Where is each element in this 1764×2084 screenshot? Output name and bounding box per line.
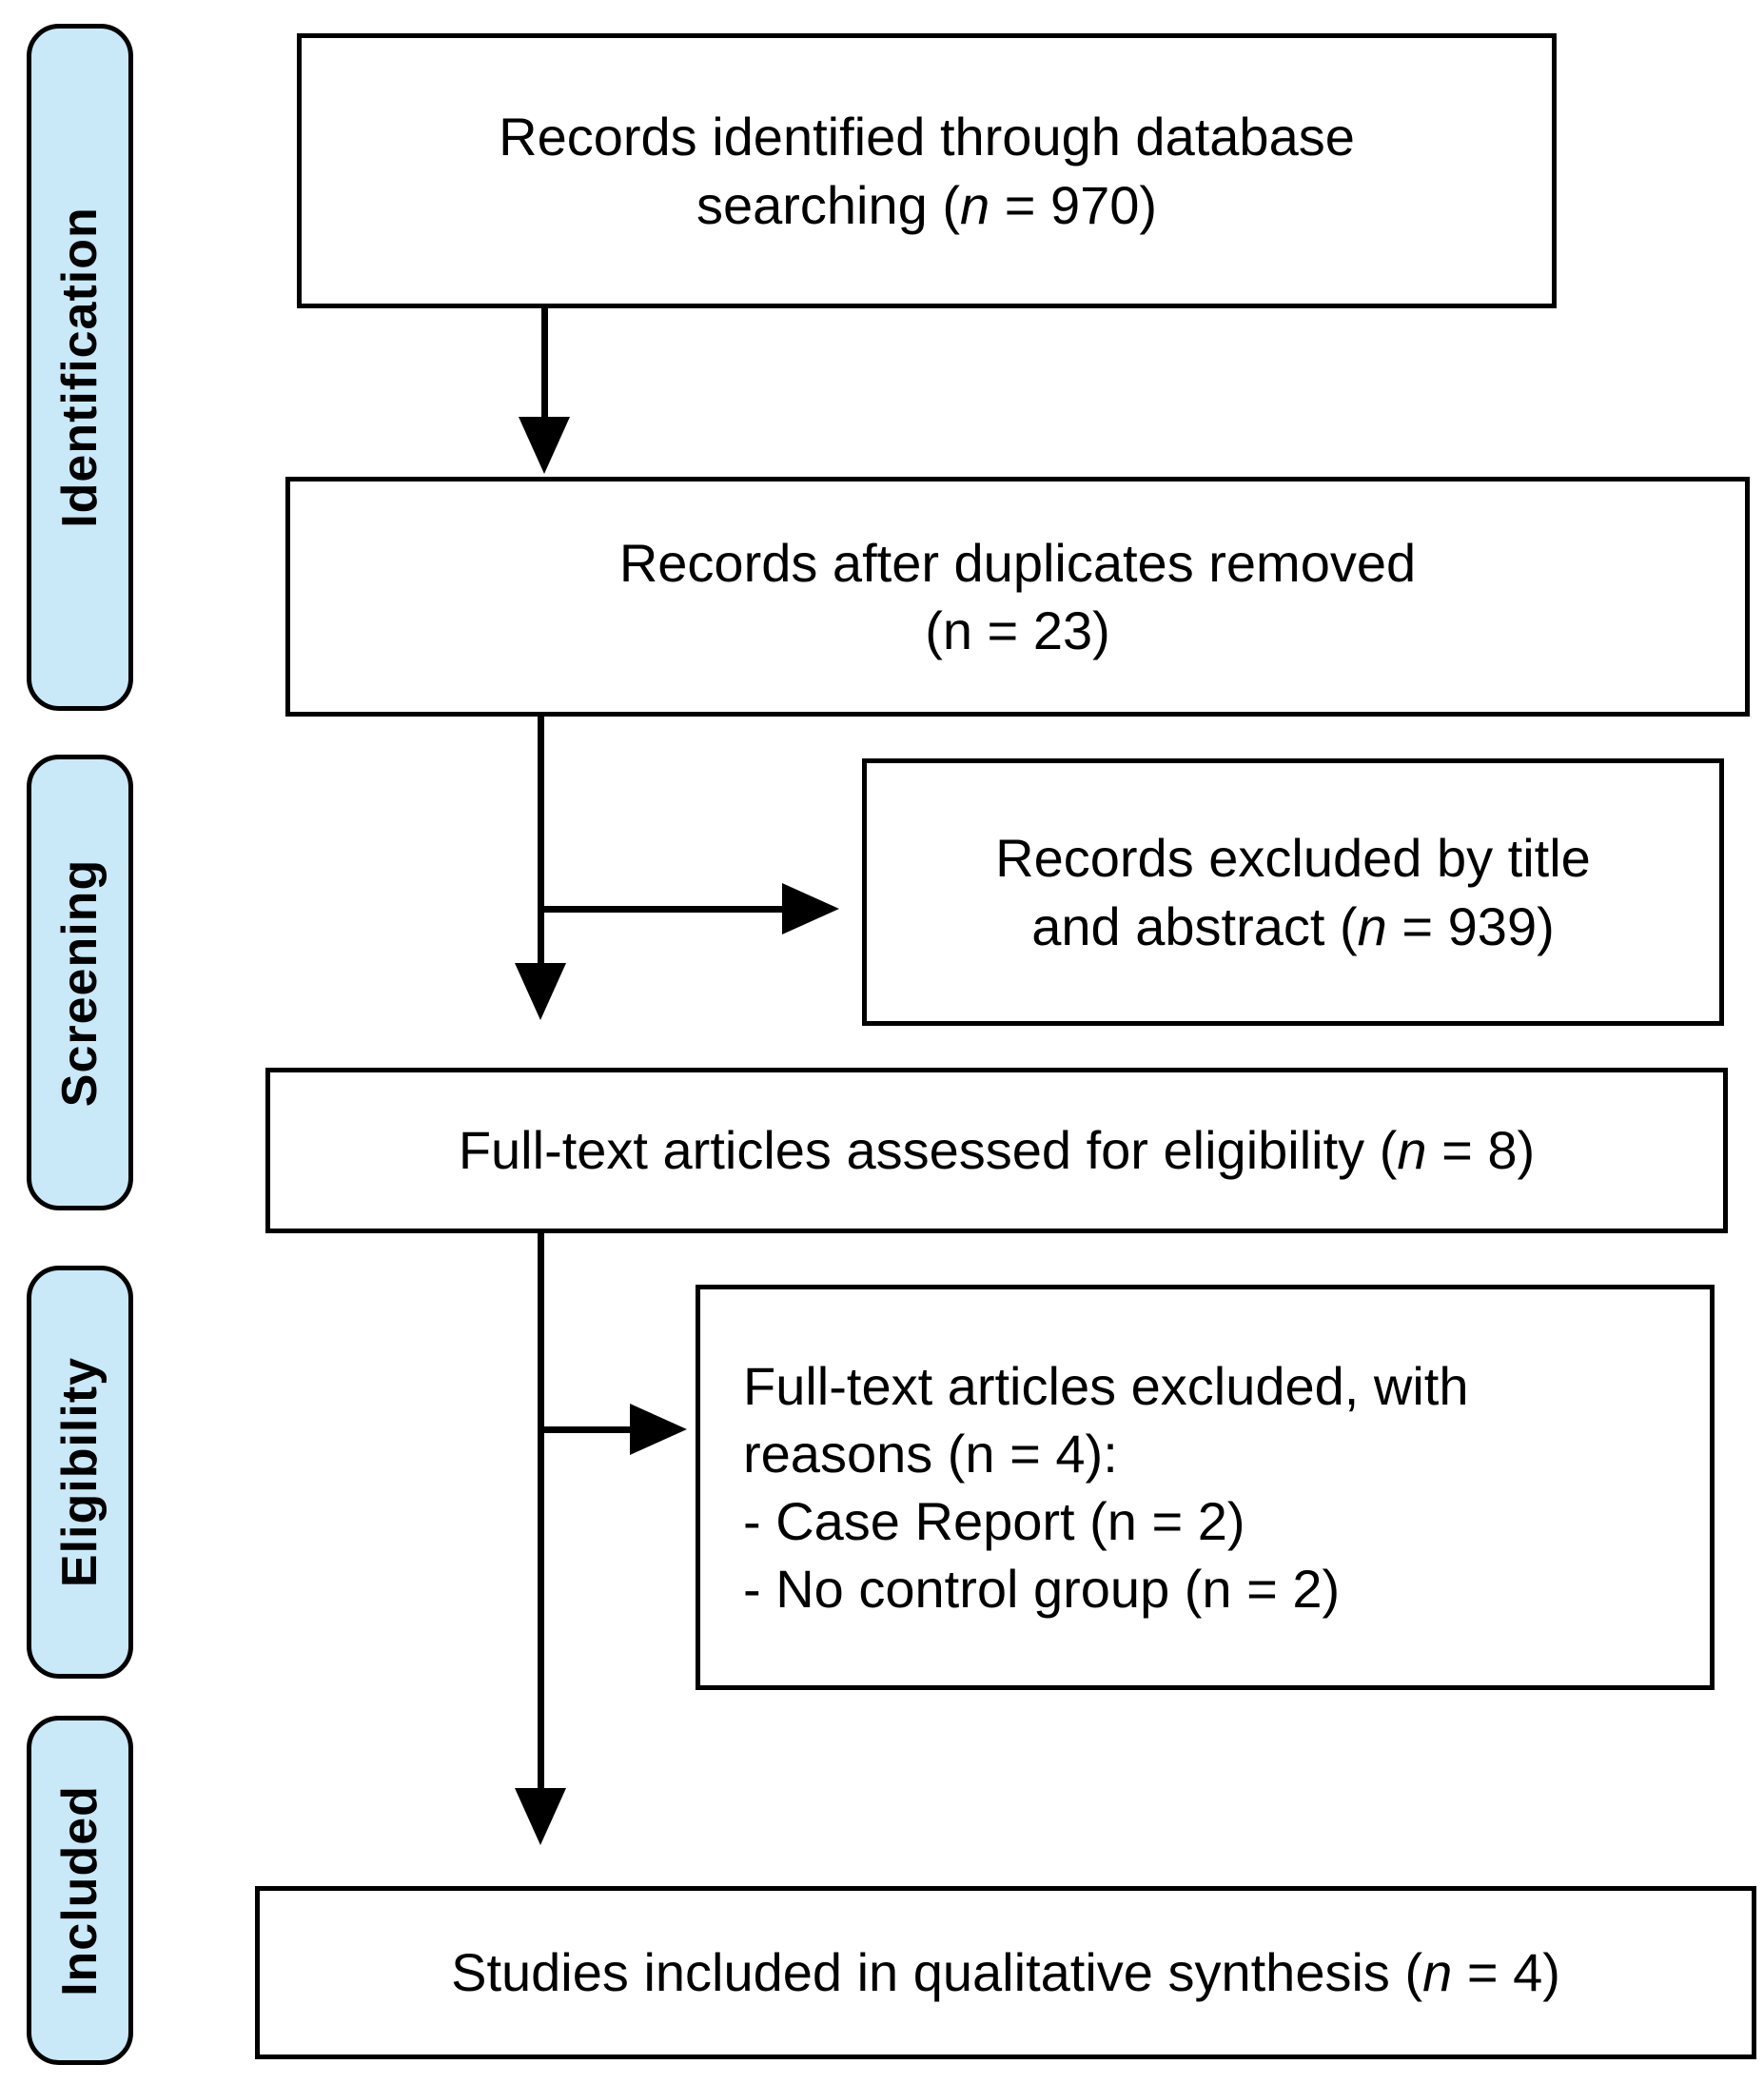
arrow-assessed-to-included-shaft <box>538 1233 544 1790</box>
fulltext-assessed-post: = 8) <box>1426 1120 1536 1181</box>
arrow-branch-to-excluded-records-head <box>782 883 839 934</box>
box-studies-included-text: Studies included in qualitative synthesi… <box>451 1938 1560 2006</box>
box-fulltext-assessed: Full-text articles assessed for eligibil… <box>265 1068 1728 1233</box>
studies-included-n: n <box>1422 1942 1453 2003</box>
records-excluded-line1: Records excluded by title <box>995 828 1591 889</box>
arrow-identified-to-deduplicated-shaft <box>541 307 548 418</box>
box-duplicates-removed: Records after duplicates removed (n = 23… <box>285 477 1750 717</box>
records-identified-line2-pre: searching ( <box>696 174 960 235</box>
duplicates-removed-line2: (n = 23) <box>925 600 1110 660</box>
fulltext-assessed-pre: Full-text articles assessed for eligibil… <box>458 1120 1398 1181</box>
box-fulltext-excluded: Full-text articles excluded, with reason… <box>696 1285 1715 1690</box>
fulltext-excluded-reason1: - Case Report (n = 2) <box>743 1491 1245 1551</box>
records-identified-line1: Records identified through database <box>499 107 1355 167</box>
arrow-identified-to-deduplicated-head <box>519 417 570 474</box>
records-excluded-line2-pre: and abstract ( <box>1031 895 1358 956</box>
box-duplicates-removed-text: Records after duplicates removed (n = 23… <box>619 529 1416 664</box>
stage-label-identification: Identification <box>27 24 133 711</box>
box-records-excluded-text: Records excluded by title and abstract (… <box>995 824 1591 959</box>
records-excluded-line2-post: = 939) <box>1386 895 1555 956</box>
box-records-excluded: Records excluded by title and abstract (… <box>862 758 1724 1026</box>
fulltext-assessed-n: n <box>1397 1120 1427 1181</box>
stage-label-screening: Screening <box>27 755 133 1210</box>
fulltext-excluded-line1: Full-text articles excluded, with <box>743 1355 1469 1416</box>
box-fulltext-assessed-text: Full-text articles assessed for eligibil… <box>459 1116 1535 1184</box>
box-studies-included: Studies included in qualitative synthesi… <box>255 1886 1756 2059</box>
box-records-identified-text: Records identified through database sear… <box>499 103 1355 238</box>
stage-label-included-text: Included <box>52 1784 108 1996</box>
duplicates-removed-line1: Records after duplicates removed <box>618 532 1417 593</box>
stage-label-screening-text: Screening <box>52 858 108 1107</box>
arrow-deduplicated-to-assessed-shaft <box>538 716 544 965</box>
studies-included-pre: Studies included in qualitative synthesi… <box>451 1942 1423 2003</box>
records-identified-n: n <box>959 174 990 235</box>
records-excluded-n: n <box>1357 895 1387 956</box>
box-fulltext-excluded-text: Full-text articles excluded, with reason… <box>743 1352 1469 1622</box>
box-records-identified: Records identified through database sear… <box>297 33 1557 308</box>
studies-included-post: = 4) <box>1452 1942 1560 2003</box>
arrow-deduplicated-to-assessed-head <box>515 963 566 1020</box>
arrow-assessed-to-included-head <box>515 1788 566 1845</box>
stage-label-identification-text: Identification <box>52 206 108 528</box>
stage-label-included: Included <box>27 1716 133 2065</box>
fulltext-excluded-reason2: - No control group (n = 2) <box>743 1559 1341 1620</box>
stage-label-eligibility: Eligibility <box>27 1266 133 1679</box>
arrow-branch-to-excluded-records-shaft <box>540 906 783 913</box>
arrow-branch-to-fulltext-excluded-head <box>630 1404 687 1455</box>
stage-label-eligibility-text: Eligibility <box>52 1356 108 1588</box>
records-identified-line2-post: = 970) <box>990 174 1158 235</box>
arrow-branch-to-fulltext-excluded-shaft <box>540 1426 631 1433</box>
fulltext-excluded-line2: reasons (n = 4): <box>743 1423 1118 1484</box>
